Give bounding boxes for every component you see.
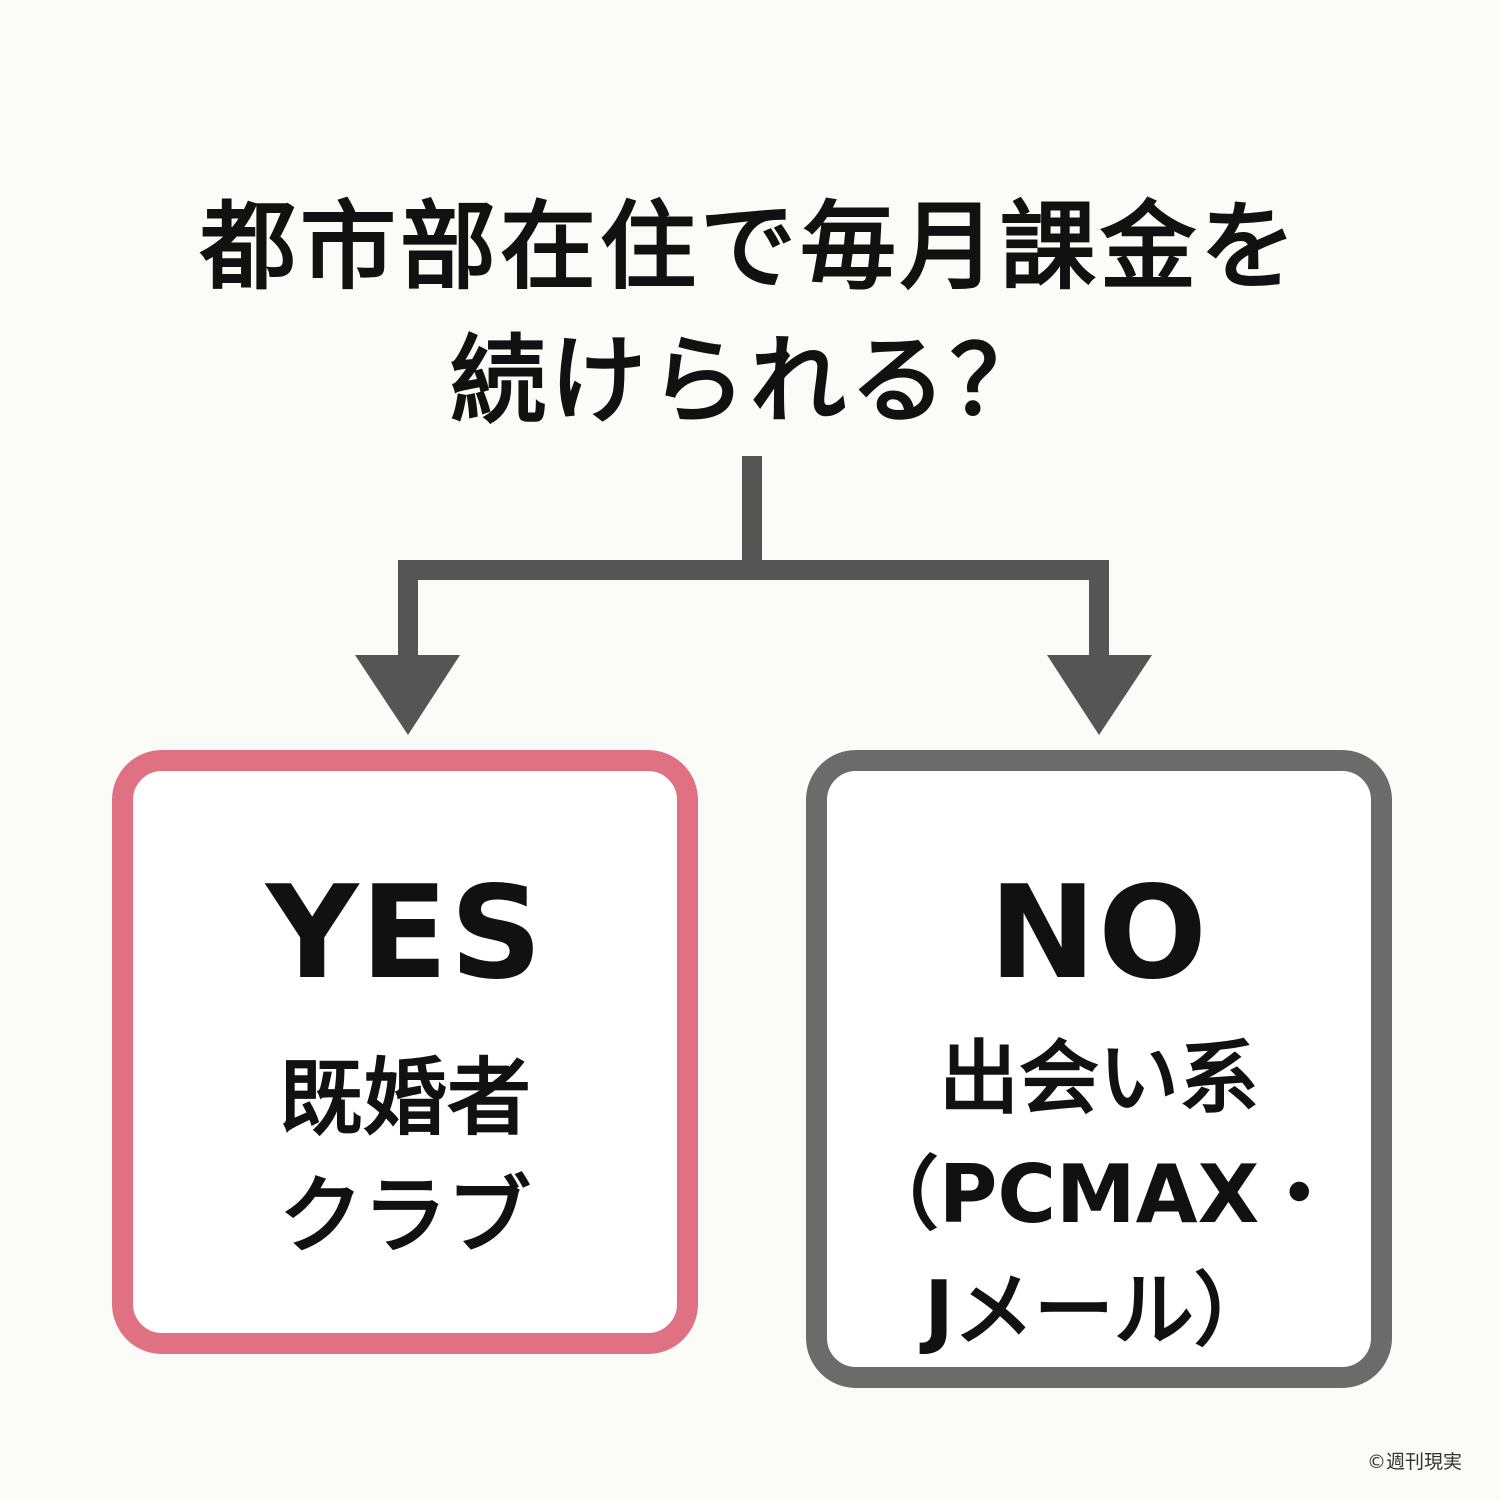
no-label: NO — [989, 859, 1209, 1008]
yes-label: YES — [265, 859, 545, 1008]
no-arrow-head — [1047, 655, 1152, 735]
yes-result-line-2: クラブ — [278, 1167, 531, 1265]
copyright-credit: ©週刊現実 — [1366, 1451, 1462, 1473]
question-title: 都市部在住で毎月課金を 続けられる？ — [0, 180, 1500, 448]
yes-box: YES 既婚者 クラブ — [112, 750, 698, 1354]
question-line-2: 続けられる？ — [450, 325, 1050, 437]
no-result: 出会い系 （PCMAX・ Jメール） — [827, 1021, 1371, 1369]
yes-result: 既婚者 クラブ — [133, 1039, 677, 1275]
question-line-1: 都市部在住で毎月課金を — [200, 191, 1300, 303]
no-result-line-1: 出会い系 — [939, 1032, 1259, 1125]
no-result-line-2: （PCMAX・ — [858, 1148, 1340, 1241]
no-box: NO 出会い系 （PCMAX・ Jメール） — [806, 750, 1392, 1388]
yes-arrow-head — [355, 655, 460, 735]
no-result-line-3: Jメール） — [924, 1264, 1274, 1357]
branch-line — [398, 560, 1109, 670]
yes-result-line-1: 既婚者 — [278, 1049, 531, 1147]
